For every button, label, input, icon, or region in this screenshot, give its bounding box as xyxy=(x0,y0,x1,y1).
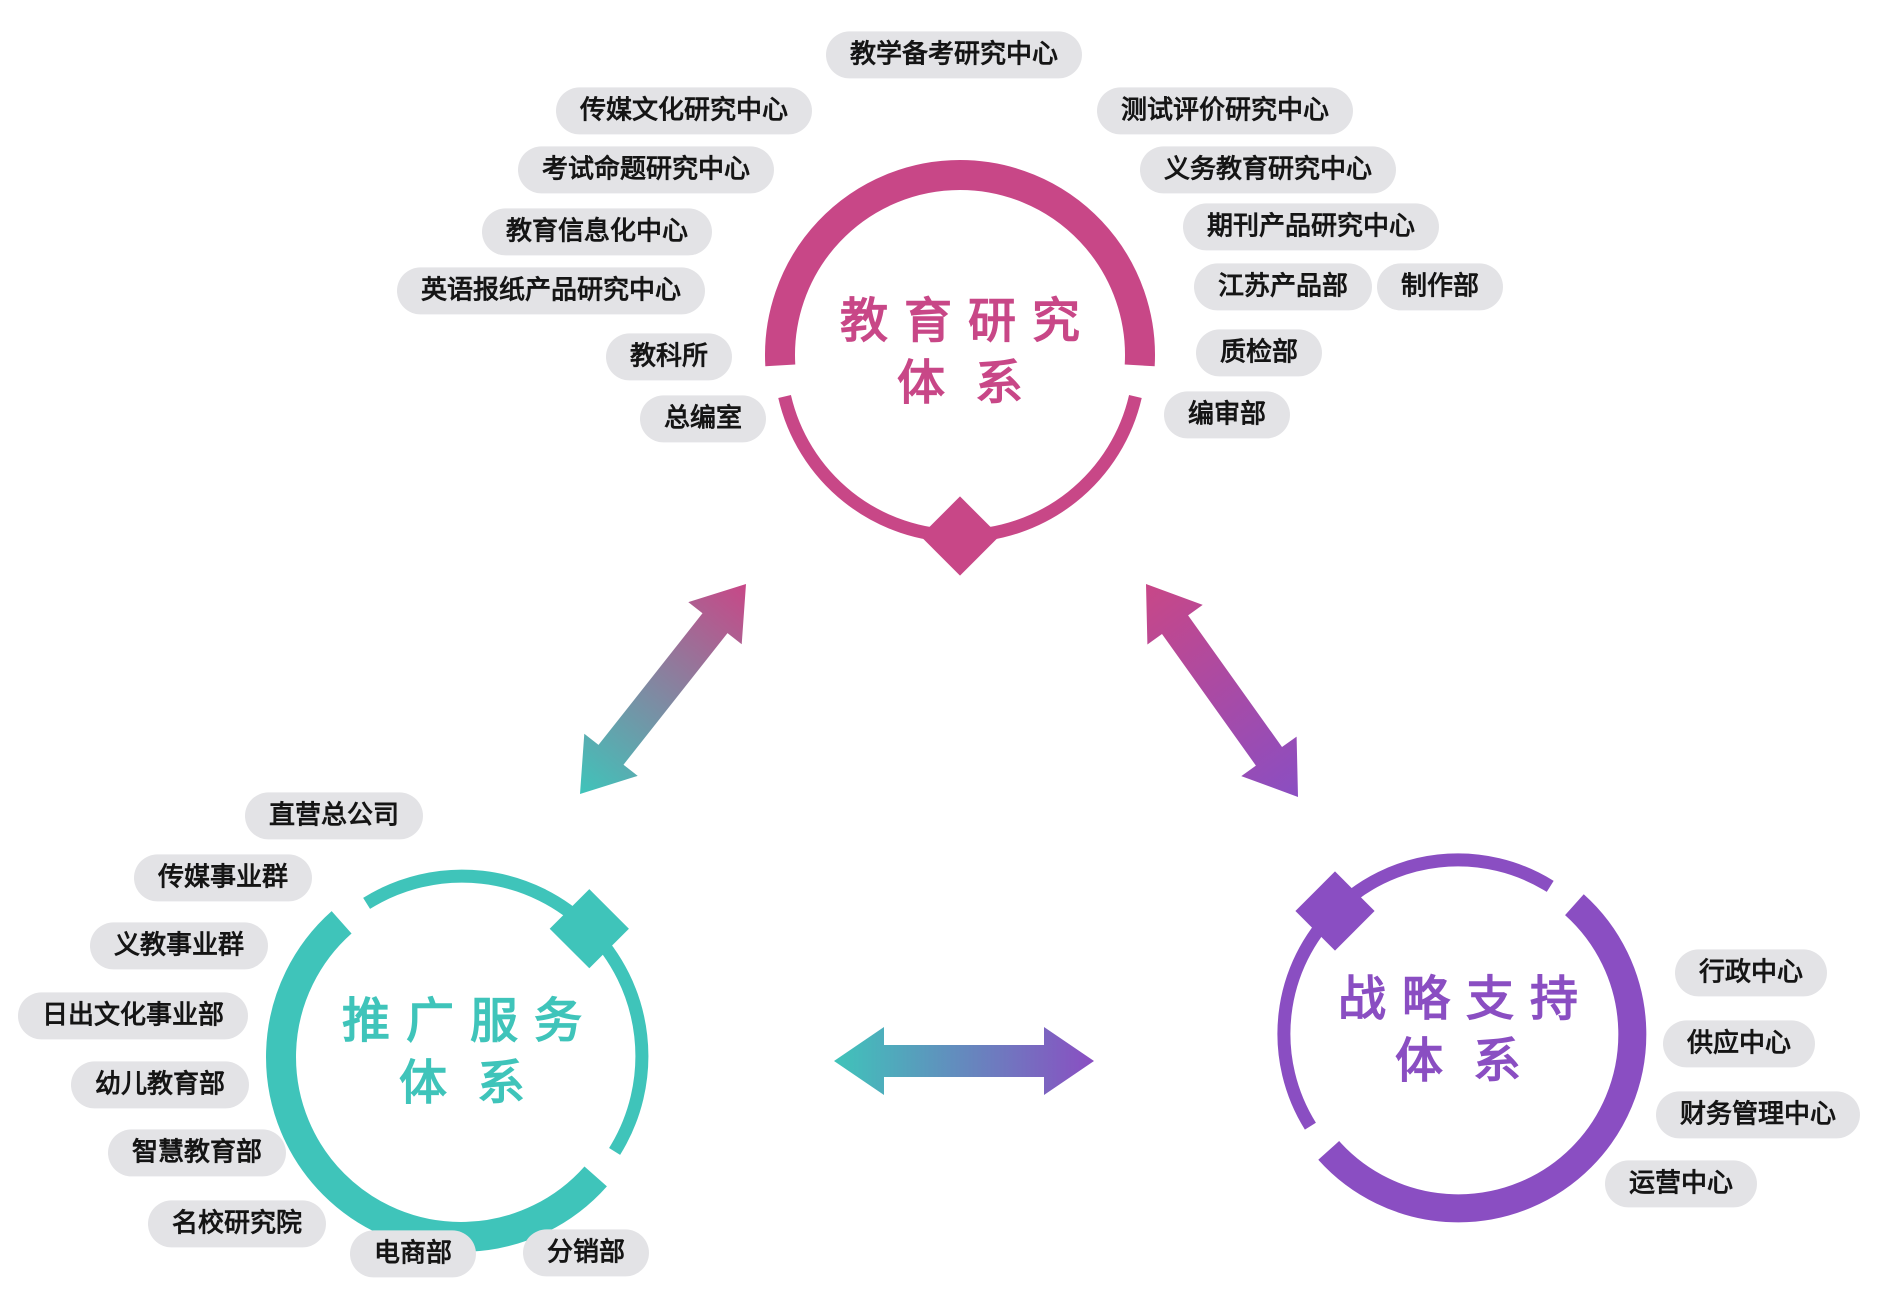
label-pill: 义教事业群 xyxy=(89,922,269,970)
connector-arrow-promotion-strategy xyxy=(834,1027,1094,1095)
promotion-system-ring xyxy=(266,869,649,1252)
education-system-title-line2: 体系 xyxy=(896,355,1054,411)
label-pill: 测试评价研究中心 xyxy=(1096,87,1354,135)
label-pill: 制作部 xyxy=(1376,263,1504,311)
education-system-title-line1: 教育研究 xyxy=(839,293,1097,349)
label-pill: 期刊产品研究中心 xyxy=(1182,203,1440,251)
education-ring-diamond xyxy=(920,496,1000,576)
label-pill: 教科所 xyxy=(605,333,733,381)
label-pill: 名校研究院 xyxy=(147,1200,327,1248)
label-pill: 电商部 xyxy=(349,1230,477,1278)
strategy-system-ring xyxy=(1277,853,1647,1223)
education-system-ring xyxy=(765,160,1155,576)
promotion-system-title-line1: 推广服务 xyxy=(341,993,599,1049)
strategy-system-title-line2: 体系 xyxy=(1394,1033,1552,1089)
label-pill: 考试命题研究中心 xyxy=(517,146,775,194)
strategy-ring-diamond xyxy=(1295,871,1375,951)
label-pill: 质检部 xyxy=(1195,329,1323,377)
strategy-system-title: 战略支持 体系 xyxy=(1322,968,1594,1092)
label-pill: 传媒事业群 xyxy=(133,854,313,902)
label-pill: 总编室 xyxy=(639,395,767,443)
education-system-title: 教育研究 体系 xyxy=(824,290,1096,414)
label-pill: 传媒文化研究中心 xyxy=(555,87,813,135)
connector-arrow-education-strategy xyxy=(1146,584,1298,797)
strategy-system-title-line1: 战略支持 xyxy=(1337,971,1595,1027)
label-pill: 分销部 xyxy=(522,1229,650,1277)
promotion-system-title: 推广服务 体系 xyxy=(326,990,598,1114)
label-pill: 行政中心 xyxy=(1674,949,1828,997)
promotion-ring-diamond xyxy=(549,889,629,969)
label-pill: 编审部 xyxy=(1163,391,1291,439)
label-pill: 运营中心 xyxy=(1604,1160,1758,1208)
connector-arrow-education-promotion xyxy=(580,584,746,794)
label-pill: 智慧教育部 xyxy=(107,1129,287,1177)
label-pill: 义务教育研究中心 xyxy=(1139,146,1397,194)
label-pill: 英语报纸产品研究中心 xyxy=(396,267,706,315)
label-pill: 日出文化事业部 xyxy=(17,992,249,1040)
label-pill: 供应中心 xyxy=(1662,1020,1816,1068)
label-pill: 教育信息化中心 xyxy=(481,208,713,256)
promotion-system-title-line2: 体系 xyxy=(398,1055,556,1111)
label-pill: 直营总公司 xyxy=(244,792,424,840)
label-pill: 幼儿教育部 xyxy=(70,1061,250,1109)
label-pill: 财务管理中心 xyxy=(1655,1091,1861,1139)
label-pill: 教学备考研究中心 xyxy=(825,31,1083,79)
label-pill: 江苏产品部 xyxy=(1193,263,1373,311)
